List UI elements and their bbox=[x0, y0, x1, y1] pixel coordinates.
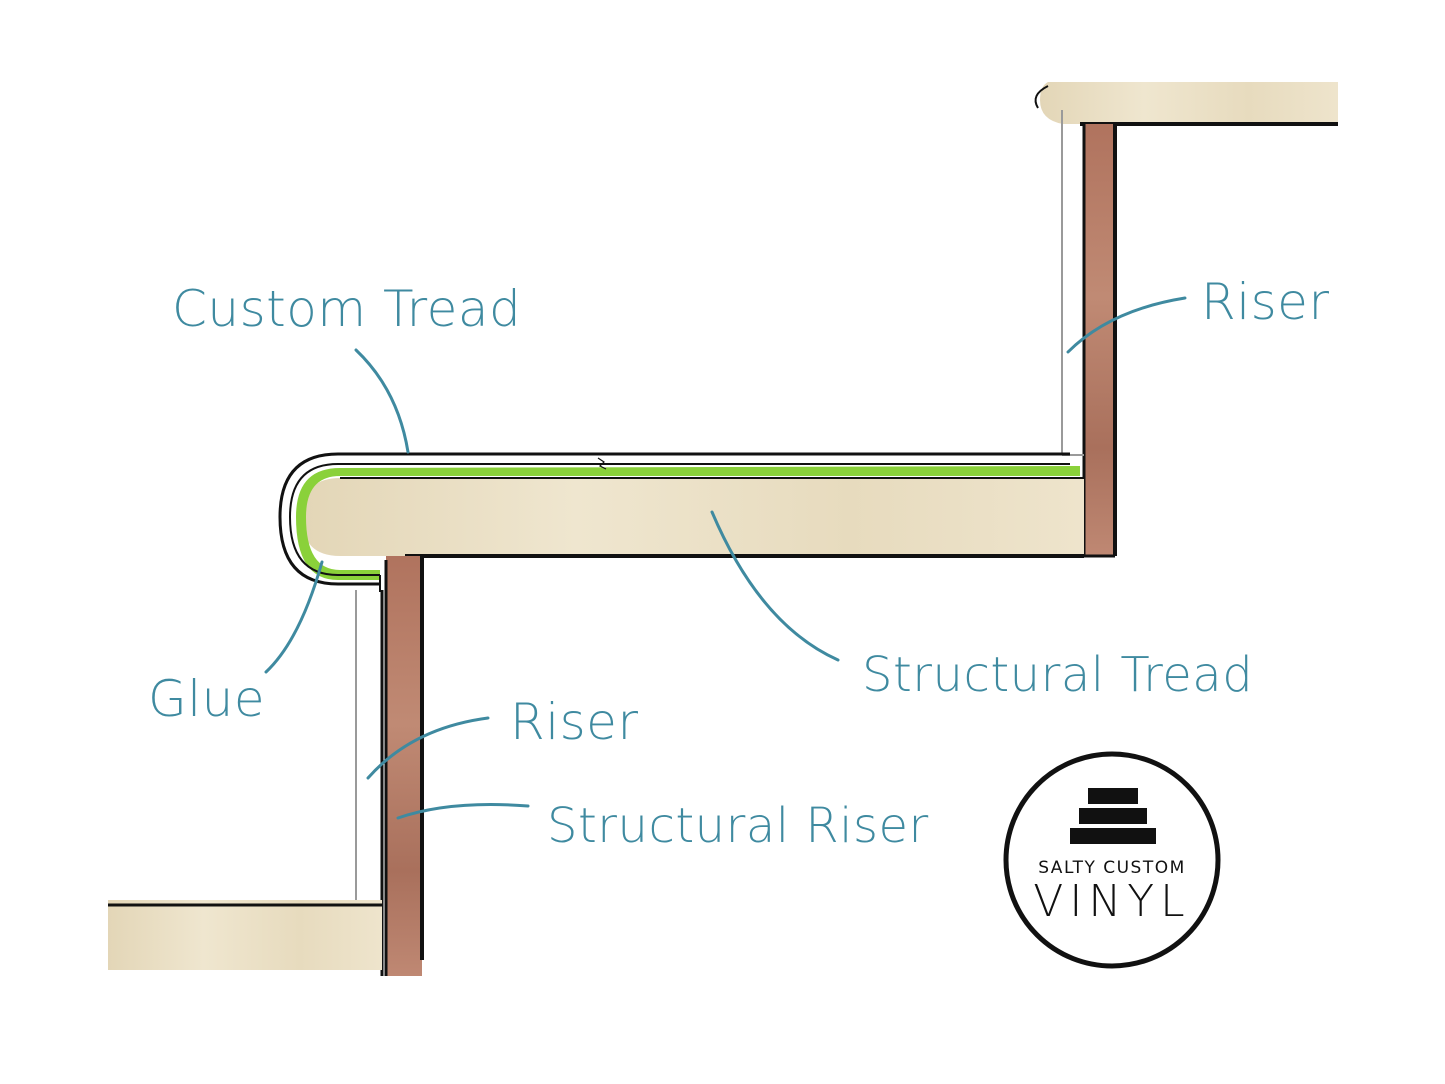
stairs-icon bbox=[1070, 788, 1156, 844]
upper-tread bbox=[1034, 82, 1338, 126]
label-structural-tread: Structural Tread bbox=[862, 647, 1254, 703]
structural-tread bbox=[302, 477, 1084, 558]
label-riser-bottom: Riser bbox=[510, 693, 639, 751]
leader-riser-bottom bbox=[366, 716, 490, 780]
leader-custom-tread bbox=[354, 348, 410, 454]
brand-logo bbox=[1003, 751, 1221, 969]
leader-lines bbox=[264, 296, 1187, 820]
logo-line-1: SALTY CUSTOM bbox=[1038, 858, 1186, 878]
lower-tread bbox=[108, 900, 382, 970]
label-custom-tread: Custom Tread bbox=[172, 280, 522, 338]
leader-structural-riser bbox=[396, 803, 530, 820]
label-glue: Glue bbox=[148, 670, 266, 728]
label-riser-top: Riser bbox=[1201, 273, 1330, 331]
logo-line-2: VINYL bbox=[1033, 876, 1191, 927]
lower-structural-riser bbox=[355, 556, 424, 976]
label-structural-riser: Structural Riser bbox=[547, 798, 929, 854]
upper-structural-riser bbox=[1061, 110, 1117, 558]
leader-riser-top bbox=[1066, 296, 1187, 354]
leader-structural-tread bbox=[710, 510, 840, 662]
leader-glue bbox=[264, 560, 324, 674]
